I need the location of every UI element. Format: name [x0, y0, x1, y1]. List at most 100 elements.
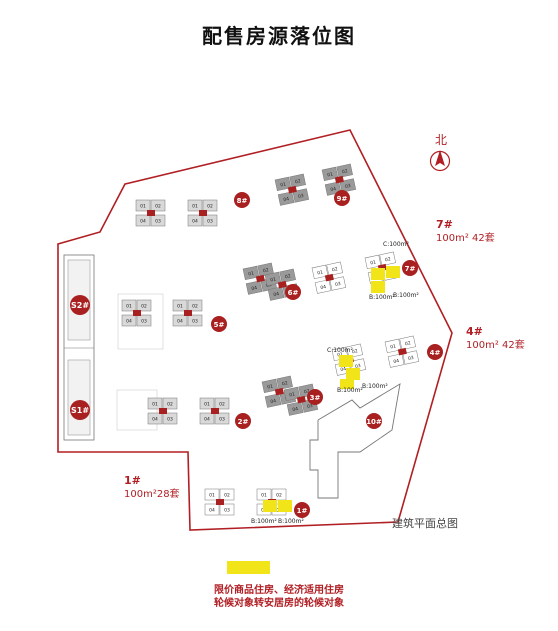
stair-core: [274, 387, 284, 396]
unit-number: 04: [126, 319, 132, 325]
legend-line-2: 轮候对象转安居房的轮候对象: [214, 598, 344, 609]
stair-core: [255, 274, 265, 283]
b4-sub-c: C:100m²: [327, 347, 354, 354]
unit-cell: [264, 271, 282, 287]
b1-sub-b2: B:100m²: [278, 518, 304, 525]
unit-number: 04: [393, 358, 400, 365]
unit-cell: [204, 503, 220, 516]
unit-cell: [379, 251, 396, 266]
unit-number: 03: [345, 183, 352, 190]
callout-4-label: 4#: [466, 325, 483, 338]
unit-cell: [135, 214, 151, 227]
badge-b7-label: 7#: [405, 265, 416, 273]
unit-number: 02: [351, 348, 358, 355]
unit-number: 04: [273, 291, 280, 298]
b7-sub-b2: B:100m²: [393, 292, 419, 299]
badge-b7-circle: [402, 260, 418, 276]
badge-b8-label: 8#: [237, 197, 248, 205]
unit-cell: [202, 199, 218, 212]
unit-number: 04: [320, 284, 327, 291]
unit-cell: [339, 178, 357, 193]
unit-number: 01: [317, 269, 324, 276]
badge-b5-label: 5#: [214, 321, 225, 329]
north-label: 北: [435, 133, 447, 147]
unit-cell: [364, 254, 382, 270]
unit-number: 01: [126, 304, 132, 310]
unit-number: 01: [337, 351, 344, 358]
unit-number: 03: [141, 319, 147, 325]
unit-number: 01: [192, 204, 198, 210]
stair-core: [133, 310, 141, 316]
badge-b6-circle: [285, 284, 301, 300]
unit-number: 04: [270, 398, 277, 405]
unit-number: 02: [141, 304, 147, 310]
unit-cell: [314, 279, 332, 294]
unit-number: 04: [177, 319, 183, 325]
unit-cell: [121, 314, 137, 327]
unit-number: 02: [404, 340, 411, 347]
unit-number: 02: [155, 204, 161, 210]
unit-cell: [311, 264, 329, 280]
unit-cell: [277, 191, 295, 206]
unit-number: 04: [152, 417, 158, 423]
unit-cell: [121, 299, 137, 312]
unit-number: 02: [167, 402, 173, 408]
unit-cell: [202, 214, 218, 227]
unit-cell: [326, 261, 343, 276]
unit-number: 01: [390, 343, 397, 350]
unit-cell: [336, 163, 353, 178]
unit-number: 01: [261, 493, 267, 499]
unit-cell: [283, 386, 301, 402]
unit-cell: [162, 412, 178, 425]
unit-number: 04: [251, 285, 258, 292]
badge-b6-label: 6#: [288, 289, 299, 297]
unit-number: 02: [384, 256, 391, 263]
b4-sub-b2: B:100m²: [362, 383, 388, 390]
unit-number: 03: [207, 219, 213, 225]
unit-number: 01: [267, 383, 274, 390]
unit-number: 01: [177, 304, 183, 310]
unit-cell: [292, 188, 310, 203]
unit-cell: [286, 401, 304, 416]
badge-b2-circle: [235, 413, 251, 429]
unit-number: 01: [370, 259, 377, 266]
unit-number: 01: [327, 171, 334, 178]
legend-text: 限价商品住房、经济适用住房 轮候对象转安居房的轮候对象: [0, 584, 558, 610]
unit-cell: [279, 268, 296, 283]
badge-s1-label: S1#: [71, 406, 89, 415]
badge-s2-circle: [70, 295, 90, 315]
unit-number: 02: [192, 304, 198, 310]
unit-cell: [199, 397, 215, 410]
unit-cell: [267, 286, 285, 301]
unit-cell: [136, 314, 152, 327]
badge-b4-circle: [427, 344, 443, 360]
stair-core: [199, 210, 207, 216]
unit-cell: [150, 199, 166, 212]
unit-number: 01: [204, 402, 210, 408]
unit-cell: [346, 343, 363, 358]
unit-number: 04: [140, 219, 146, 225]
unit-cell: [329, 276, 347, 291]
unit-number: 04: [283, 196, 290, 203]
unit-number: 02: [219, 402, 225, 408]
stair-core: [147, 210, 155, 216]
badge-s2-label: S2#: [71, 301, 89, 310]
stair-core: [334, 175, 344, 184]
badge-s1-circle: [70, 400, 90, 420]
unit-number: 03: [355, 363, 362, 370]
unit-number: 02: [262, 267, 269, 274]
unit-cell: [172, 299, 188, 312]
building-10-outline: [309, 383, 401, 499]
unit-number: 04: [204, 417, 210, 423]
unit-number: 04: [292, 406, 299, 413]
callout-7-label: 7#: [436, 218, 453, 231]
plan-caption: 建筑平面总图: [392, 516, 458, 530]
unit-cell: [187, 314, 203, 327]
unit-number: 02: [207, 204, 213, 210]
unit-cell: [214, 412, 230, 425]
unit-cell: [321, 166, 339, 182]
